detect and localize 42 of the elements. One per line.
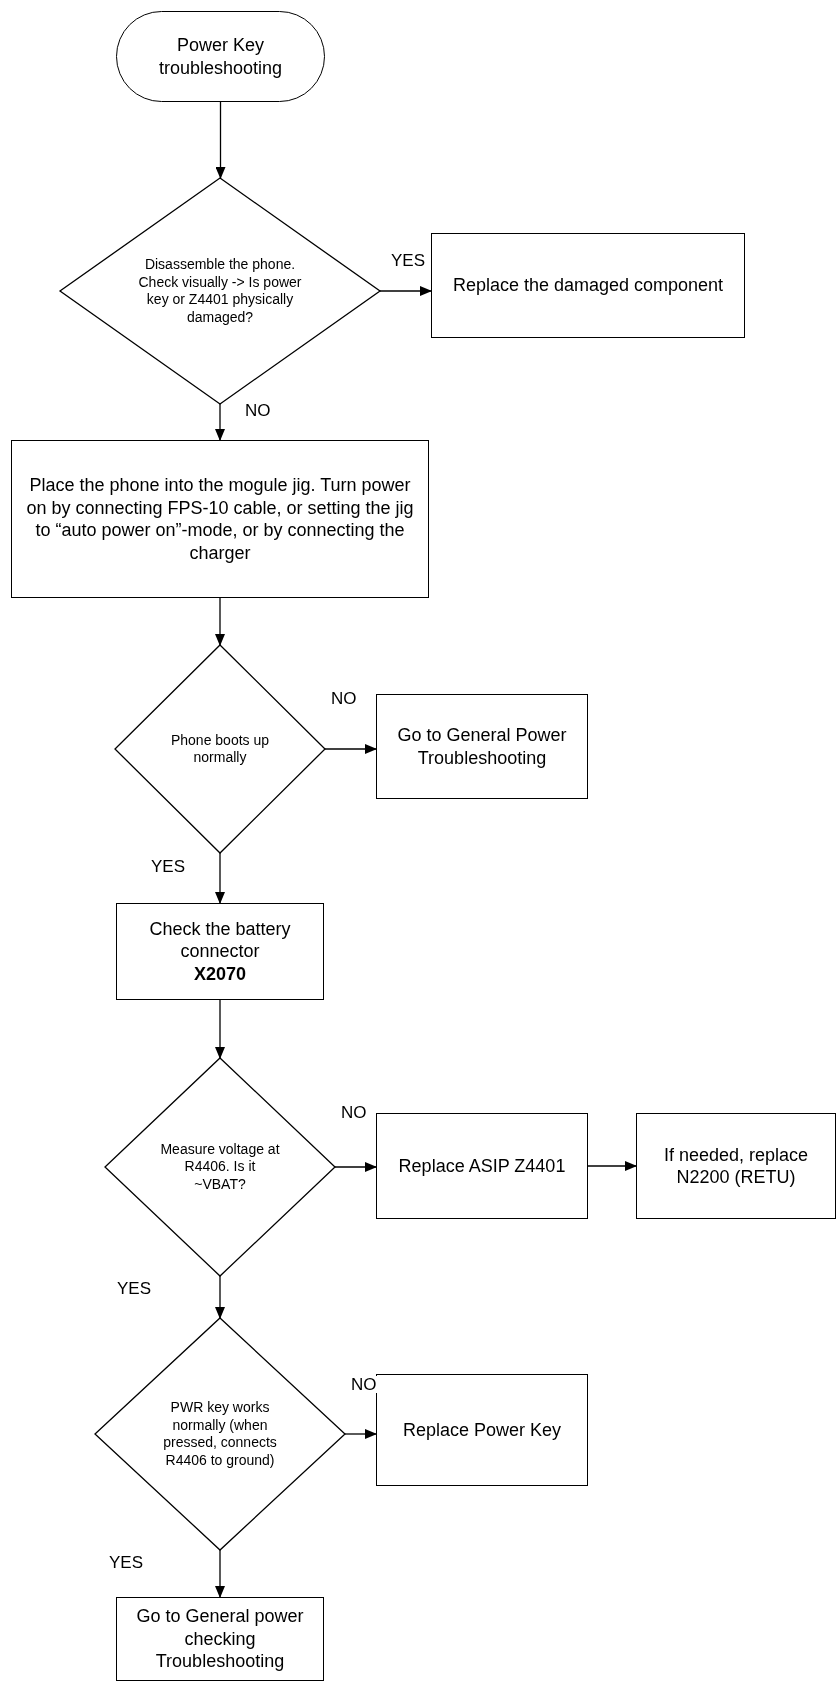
process-box: [376, 1113, 588, 1219]
arrow: [587, 1161, 637, 1171]
process-box: [376, 1374, 588, 1486]
edge-label: NO: [330, 690, 358, 707]
process-box: [431, 233, 745, 338]
arrow: [215, 1549, 225, 1598]
node-text: Measure voltage at R4406. Is it ~VBAT?: [160, 1140, 280, 1194]
node-text: Replace the damaged component: [452, 274, 724, 297]
edge-label: YES: [108, 1554, 145, 1571]
edge-label: NO: [244, 402, 272, 419]
edge-label: NO: [350, 1376, 378, 1393]
process-box: [116, 903, 324, 1000]
node-text: Replace Power Key: [402, 1418, 562, 1442]
arrow: [344, 1429, 377, 1439]
process-box: [636, 1113, 836, 1219]
node-text: Place the phone into the mogule jig. Turn power on by connecting FPS-10 cable, or setting the jig to “auto power on”-mode, or by connecting the charger: [25, 474, 415, 564]
node-text: Replace ASIP Z4401: [398, 1154, 566, 1178]
arrow: [379, 286, 432, 296]
part-number: X2070: [193, 962, 247, 986]
arrow: [334, 1162, 377, 1172]
process-box: [376, 694, 588, 799]
edge-label: NO: [340, 1104, 368, 1121]
arrow: [215, 999, 225, 1059]
arrow: [215, 1275, 225, 1319]
arrow: [215, 852, 225, 904]
node-text: Disassemble the phone. Check visually -> Is power key or Z4401 physically damaged?: [137, 256, 303, 326]
process-box: [116, 1597, 324, 1681]
edge-label: YES: [390, 252, 427, 269]
node-text: Go to General Power Troubleshooting: [396, 724, 568, 769]
node-text: Go to General power checking Troubleshooting: [135, 1605, 305, 1673]
edge-label: YES: [150, 858, 187, 875]
process-box: [11, 440, 429, 598]
node-text: Power Key troubleshooting: [157, 34, 284, 79]
arrow: [215, 597, 225, 646]
node-text: Check the battery connector: [148, 917, 292, 963]
edge-label: YES: [116, 1280, 153, 1297]
node-text: If needed, replace N2200 (RETU): [662, 1143, 810, 1189]
node-text: PWR key works normally (when pressed, connects R4406 to ground): [162, 1399, 278, 1469]
arrow: [324, 744, 377, 754]
arrow: [215, 101, 226, 179]
node-text: Phone boots up normally: [169, 731, 271, 767]
arrow: [215, 403, 225, 441]
